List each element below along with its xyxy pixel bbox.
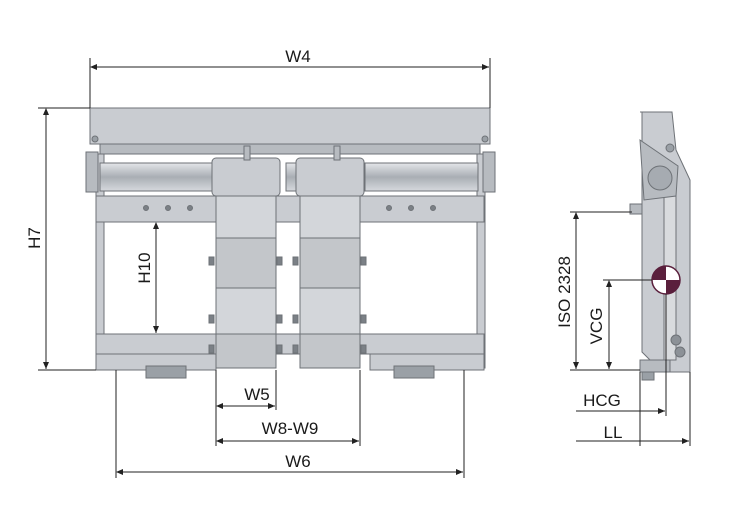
side-toe xyxy=(641,371,655,381)
front-view xyxy=(85,107,496,379)
side-pivot xyxy=(647,165,673,191)
h7-label: H7 xyxy=(25,227,44,249)
right-roller xyxy=(364,162,479,192)
w8w9-label: W8-W9 xyxy=(262,419,319,438)
hole xyxy=(187,205,193,211)
hole xyxy=(386,205,392,211)
top-bar xyxy=(89,107,491,145)
hole xyxy=(165,205,171,211)
hole xyxy=(430,205,436,211)
left-roller xyxy=(99,162,213,192)
center-of-gravity-icon xyxy=(651,265,681,295)
middle-plate xyxy=(95,195,485,223)
ll-label: LL xyxy=(604,423,623,442)
lower-cylinder-left xyxy=(145,365,187,379)
w6-label: W6 xyxy=(285,452,311,471)
left-post-bracket xyxy=(85,151,99,193)
side-view xyxy=(629,111,691,381)
side-hook xyxy=(629,203,643,215)
left-clamp-arm xyxy=(211,145,281,369)
bottom-bar xyxy=(95,333,485,355)
iso-label: ISO 2328 xyxy=(555,256,574,328)
bottom-roller-1 xyxy=(670,334,682,346)
top-bar-bolt-left xyxy=(91,135,99,143)
hole xyxy=(408,205,414,211)
right-post-bracket xyxy=(482,151,496,193)
front-dimensions xyxy=(38,58,491,478)
hcg-label: HCG xyxy=(583,391,621,410)
bottom-roller-2 xyxy=(674,346,686,358)
side-dimensions xyxy=(570,211,691,446)
lower-cylinder-right xyxy=(393,365,435,379)
shaft xyxy=(99,143,481,155)
arm-bolts xyxy=(208,256,367,354)
hole xyxy=(143,205,149,211)
vcg-label: VCG xyxy=(587,308,606,345)
w4-label: W4 xyxy=(285,47,311,66)
side-foot xyxy=(639,359,671,373)
top-bar-bolt-right xyxy=(481,135,489,143)
top-pin xyxy=(665,143,675,153)
right-clamp-arm xyxy=(295,145,365,369)
w5-label: W5 xyxy=(244,385,270,404)
h10-label: H10 xyxy=(135,252,154,283)
